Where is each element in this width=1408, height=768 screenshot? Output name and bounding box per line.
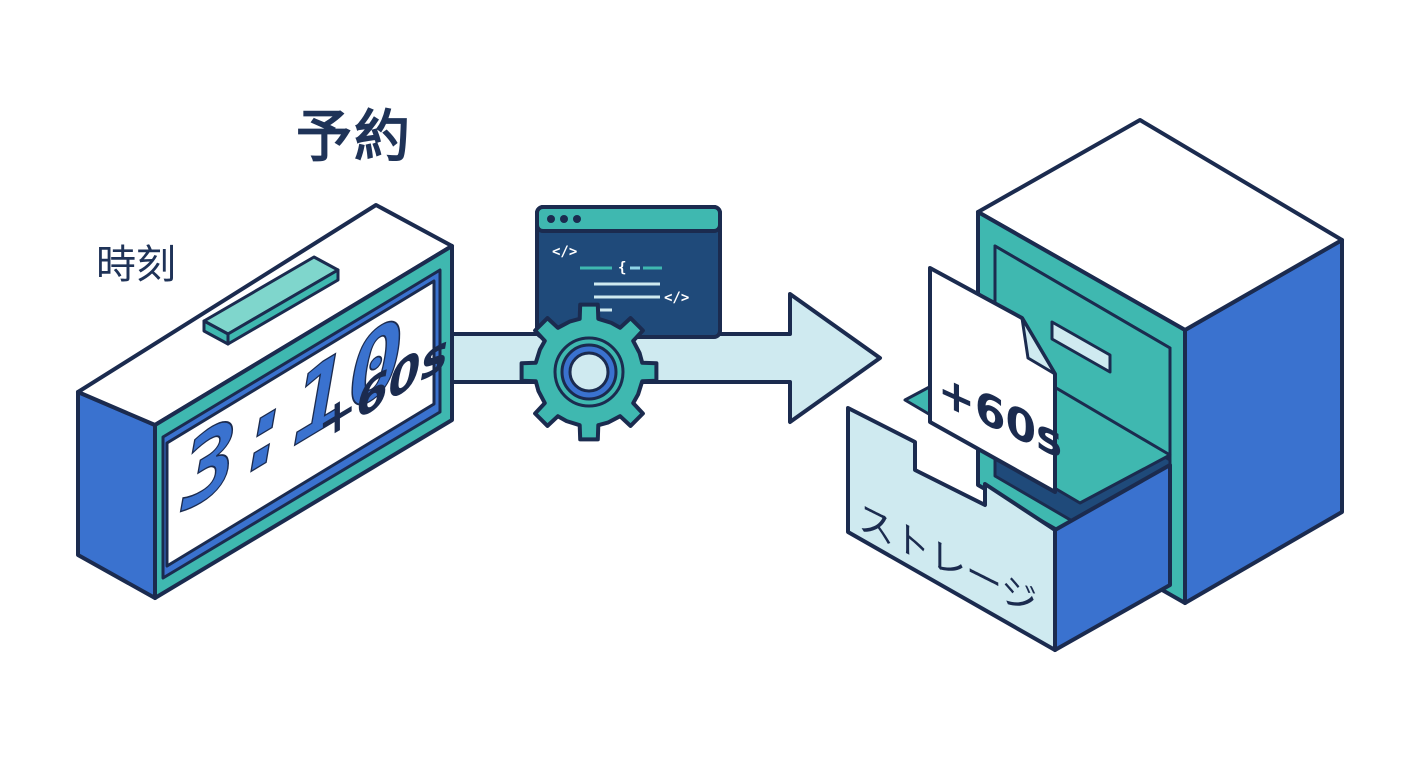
alarm-clock-icon: 3:10 +60s [76, 203, 454, 600]
clock-label: 時刻 [96, 242, 176, 288]
document-icon: +60s [928, 266, 1062, 494]
diagram-title: 予約 [296, 105, 412, 170]
code-tag-close: </> [664, 290, 689, 306]
gear-icon [519, 302, 659, 442]
arrow-right-icon [443, 292, 882, 424]
code-tag-open: </> [552, 244, 577, 260]
code-brace: { [618, 260, 626, 276]
snooze-button [202, 255, 340, 346]
